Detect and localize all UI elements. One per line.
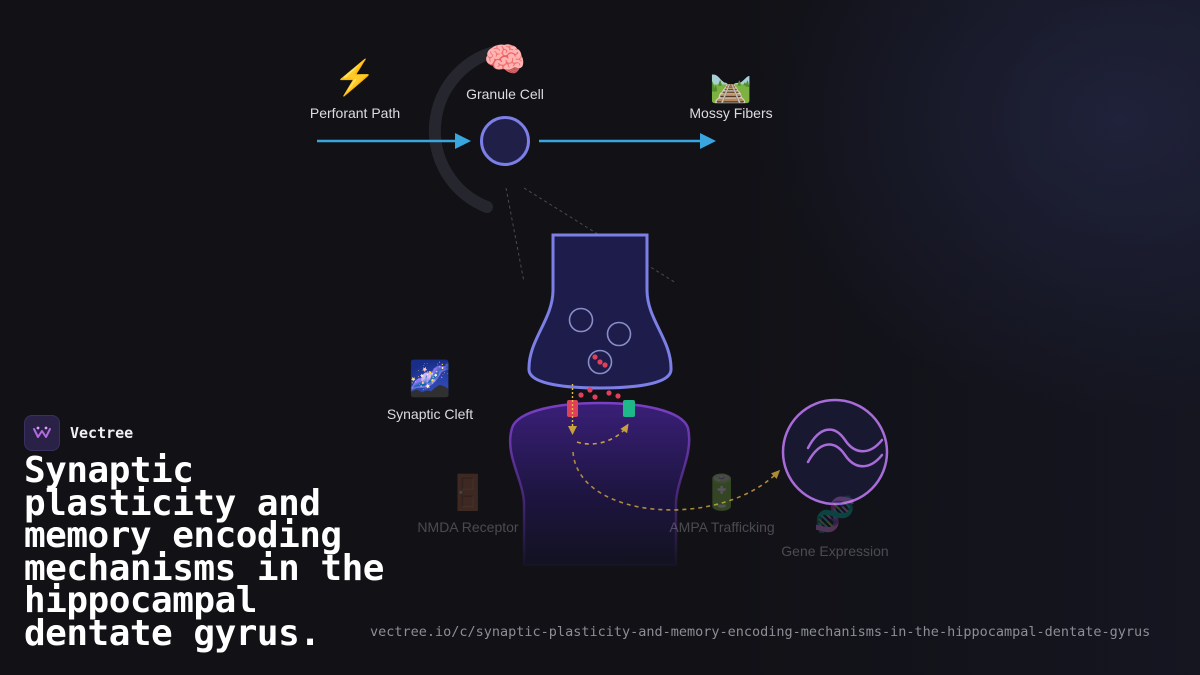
brand: Vectree [24,415,133,451]
vesicle-releasing [587,349,613,375]
postsynaptic-spine [508,401,691,567]
neurotransmitter [578,392,584,398]
gene-expression-path [572,451,781,511]
node-label-nmda-receptor: NMDA Receptor [417,519,519,535]
page-url[interactable]: vectree.io/c/synaptic-plasticity-and-mem… [370,624,1151,640]
node-label-mossy-fibers: Mossy Fibers [689,105,773,121]
ampa-insertion-path [576,423,629,445]
neurotransmitter [587,387,593,393]
node-label-granule-cell: Granule Cell [466,86,544,102]
perforant-path-arrowhead [455,133,471,149]
zoom-line-left [505,187,525,283]
vesicle [568,307,594,333]
vesicle-content [602,362,608,368]
neurotransmitter [606,390,612,396]
ampa-receptor-channel [623,400,635,417]
milky-way-icon: 🌌 [408,360,452,398]
granule-cell-soma [480,116,530,166]
calcium-influx-arrowhead [568,426,577,435]
page-title: Synaptic plasticity and memory encoding … [24,450,384,654]
brand-name: Vectree [70,424,134,442]
vesicle [606,321,632,347]
node-label-ampa-trafficking: AMPA Trafficking [669,519,775,535]
node-label-perforant-path: Perforant Path [309,105,401,121]
nucleus-wave [806,428,884,453]
nucleus [781,398,889,506]
neurotransmitter [615,393,621,399]
brain-icon: 🧠 [483,41,527,79]
presynaptic-terminal [527,233,673,390]
background-arc [428,44,508,213]
battery-icon: 🔋 [700,474,744,512]
node-label-gene-expression: Gene Expression [781,543,889,559]
railway-track-icon: 🛤️ [709,66,753,104]
lightning-icon: ⚡ [333,59,377,97]
node-label-synaptic-cleft: Synaptic Cleft [386,406,474,422]
mossy-fibers-arrowhead [700,133,716,149]
dna-icon: 🧬 [813,496,857,534]
vectree-logo-icon [24,415,60,451]
vesicle-content [597,359,603,365]
door-icon: 🚪 [446,474,490,512]
vesicle-content [592,354,598,360]
nucleus-wave [806,443,884,468]
neurotransmitter [592,394,598,400]
